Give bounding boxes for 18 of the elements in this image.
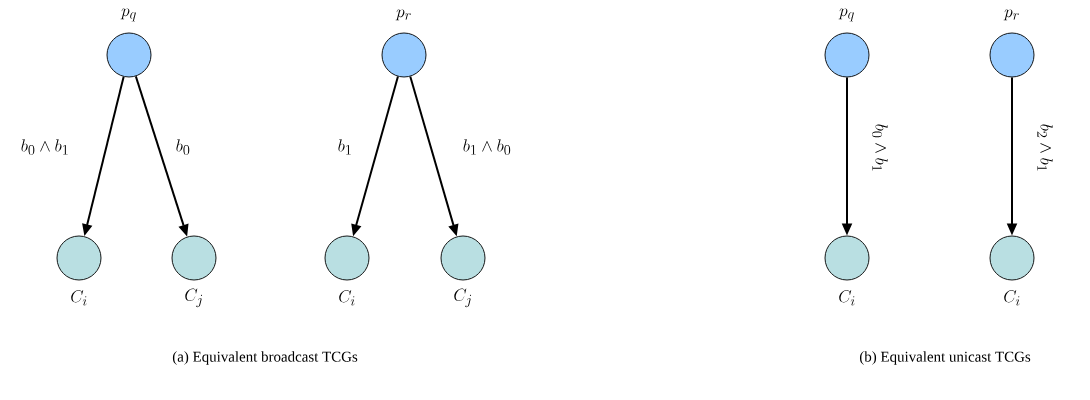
node-label: $p_q$ bbox=[120, 8, 136, 22]
caption-text: (b) Equivalent unicast TCGs bbox=[859, 351, 1031, 365]
edge-label: $b_1 \wedge b_0$ bbox=[461, 138, 513, 156]
edge-label: $b_0 \wedge b_1$ bbox=[871, 122, 889, 174]
node-label: $C_j$ bbox=[185, 288, 203, 308]
node-label: $C_i$ bbox=[1004, 290, 1020, 306]
node-label: $p_q$ bbox=[838, 8, 854, 22]
node-label: $p_r$ bbox=[1003, 9, 1019, 21]
caption-text: (a) Equivalent broadcast TCGs bbox=[172, 351, 358, 365]
edge-label: $b_0 \wedge b_1$ bbox=[19, 138, 71, 156]
node-label: $C_j$ bbox=[454, 288, 472, 308]
node-label: $C_i$ bbox=[71, 290, 87, 306]
edge-label: $b_0$ bbox=[174, 138, 192, 156]
node-label: $p_r$ bbox=[395, 9, 411, 21]
edge-label: $b_1$ bbox=[336, 138, 354, 156]
node-label: $C_i$ bbox=[839, 290, 855, 306]
edge-label: $b_2 \wedge b_1$ bbox=[1036, 122, 1054, 174]
node-label: $C_i$ bbox=[339, 290, 355, 306]
